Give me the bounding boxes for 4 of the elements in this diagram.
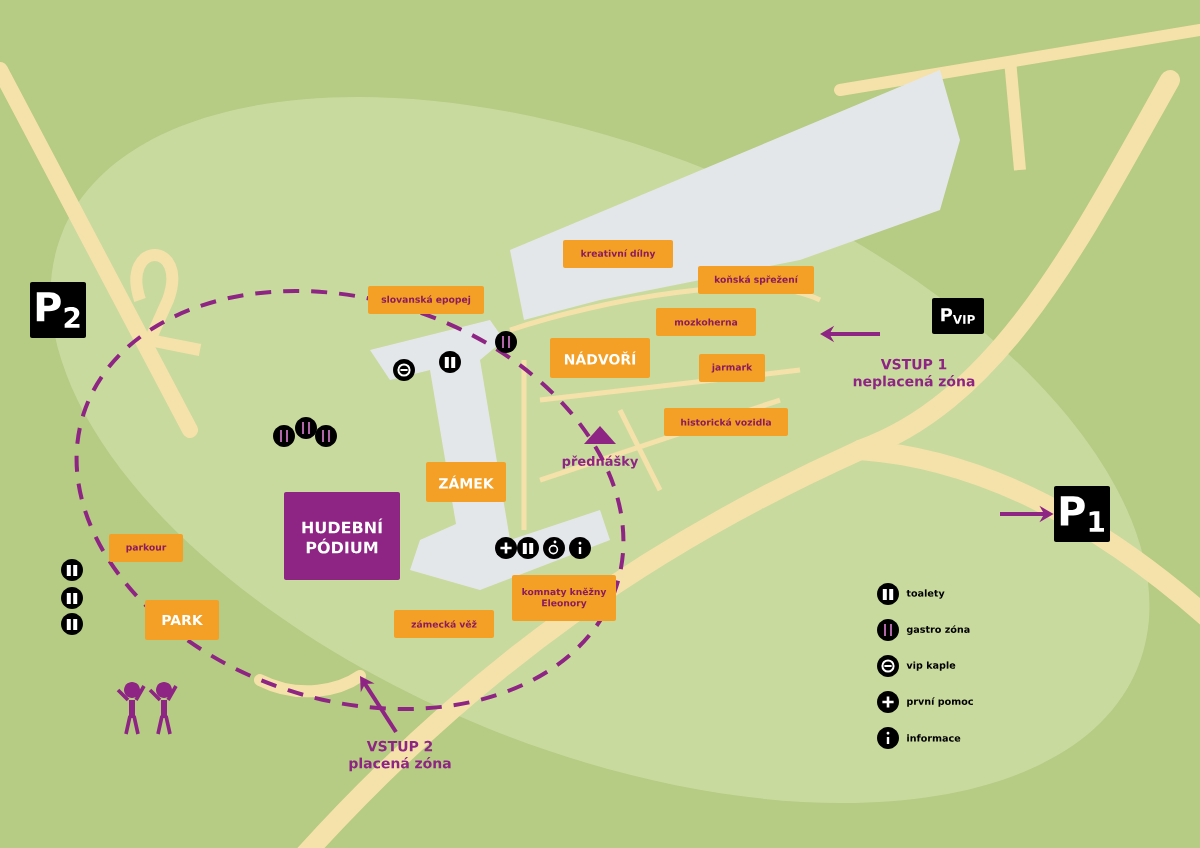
parking-sign: P$_{VIP}$ xyxy=(932,298,984,334)
parking-sign: P$_{1}$ xyxy=(1054,486,1110,542)
parking-sign: P$_{2}$ xyxy=(30,282,86,338)
stage-box: HUDEBNÍ PÓDIUM xyxy=(284,492,400,580)
